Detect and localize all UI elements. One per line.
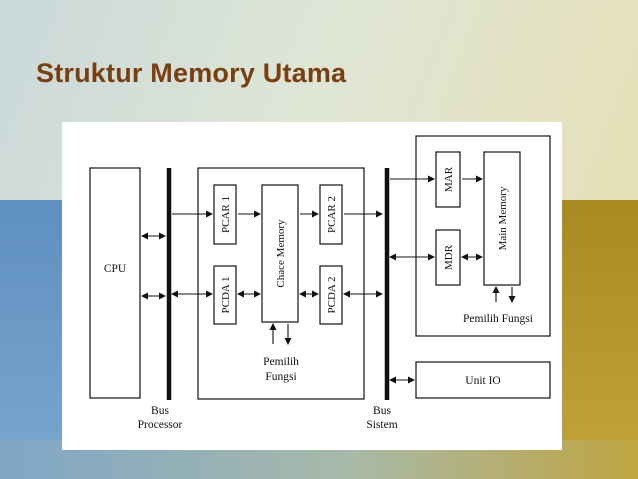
bus-processor-label-line2: Processor <box>138 419 183 431</box>
cpu-label: CPU <box>104 263 127 275</box>
pcar1-block <box>213 184 237 245</box>
cpu-block <box>89 167 141 399</box>
pcar1-label: PCAR 1 <box>220 196 232 233</box>
pcar2-label: PCAR 2 <box>326 196 338 233</box>
bus-processor-label-line1: Bus <box>151 405 169 417</box>
cache-function-select-line1: Pemilih <box>263 356 299 368</box>
cache-function-select-line2: Fungsi <box>265 371 296 383</box>
main-memory-label: Main Memory <box>497 186 509 250</box>
cache-memory-block <box>261 184 299 323</box>
bus-sistem-label-line2: Sistem <box>366 419 397 431</box>
mdr-block <box>435 229 461 286</box>
pcda1-label: PCDA 1 <box>220 277 232 314</box>
unit-io-label: Unit IO <box>465 375 500 387</box>
cache-memory-label: Chace Memory <box>275 219 287 288</box>
mar-label: MAR <box>443 166 455 192</box>
mdr-label: MDR <box>443 244 455 270</box>
mar-block <box>435 151 461 208</box>
pcar2-block <box>319 184 343 245</box>
pcda1-block <box>213 265 237 325</box>
pcda2-block <box>319 265 343 325</box>
pcda2-label: PCDA 2 <box>326 277 338 314</box>
diagram-panel: CPU Bus Processor PCAR 1 PCDA 1 Chace Me… <box>62 122 562 450</box>
memory-structure-diagram: CPU Bus Processor PCAR 1 PCDA 1 Chace Me… <box>89 135 551 431</box>
unit-io-block <box>415 361 551 399</box>
bus-sistem-label-line1: Bus <box>373 405 391 417</box>
main-memory-block <box>483 151 521 286</box>
memory-function-select-label: Pemilih Fungsi <box>463 313 533 325</box>
slide-title: Struktur Memory Utama <box>36 58 347 88</box>
